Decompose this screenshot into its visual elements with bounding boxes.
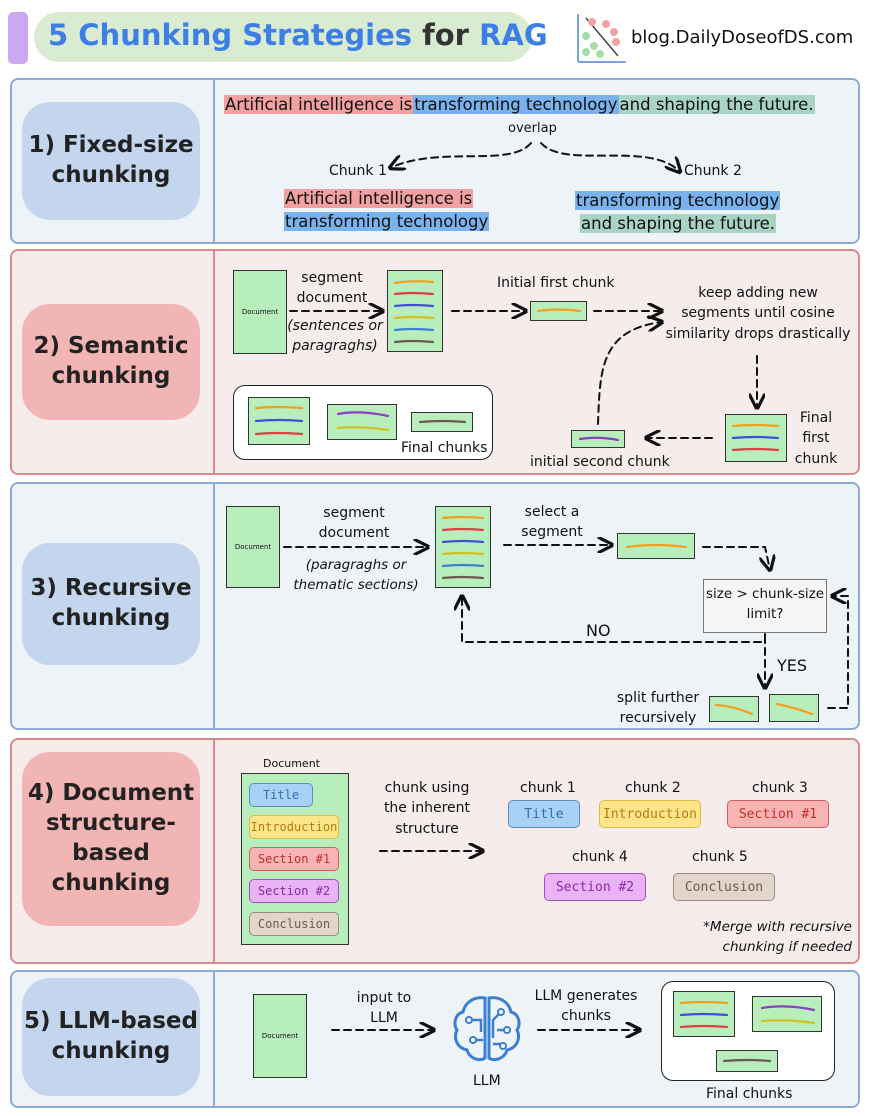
chunk3-caption: chunk 3 (752, 780, 808, 796)
s3-yes-label: YES (777, 656, 808, 675)
sentence-part-b: transforming technology (413, 95, 619, 114)
chunk2-text: transforming technology and shaping the … (575, 189, 781, 235)
s4-chunk-using-label: chunk using the inherent structure (383, 780, 471, 837)
label-recursive: 3) Recursive chunking (22, 543, 200, 665)
s2-final-chunks-label: Final chunks (401, 440, 488, 456)
title-suffix: RAG (479, 18, 548, 52)
header-accent-bar (8, 12, 28, 64)
sentence-part-c: and shaping the future. (618, 95, 815, 114)
doc-tag-conclusion: Conclusion (249, 912, 339, 936)
doc-tag-introduction: Introduction (249, 815, 339, 839)
s2-document: Document (233, 270, 287, 354)
s2-final-first-label: Final first chunk (794, 410, 838, 467)
s3-arrow-decision (702, 546, 770, 570)
section-divider (213, 484, 215, 728)
scatter-logo-icon (577, 14, 626, 63)
s5-document: Document (253, 994, 307, 1078)
s3-no-label: NO (586, 621, 611, 640)
s2-segment-note: (sentences or paragraghs) (287, 318, 383, 355)
section-divider (213, 251, 215, 473)
s5-generates-label: LLM generates chunks (534, 988, 638, 1025)
chunk-tag-section2: Section #2 (544, 873, 646, 901)
chunk2-caption: chunk 2 (625, 780, 681, 796)
overlap-arrow-right (540, 142, 680, 172)
s3-segments-box (435, 506, 491, 588)
s5-llm-label: LLM (473, 1073, 501, 1089)
s2-initial-first-chunk (530, 301, 587, 321)
s3-arrow-no (462, 596, 766, 643)
chunk2-label: Chunk 2 (684, 163, 742, 179)
s5-final-chunk-2 (752, 996, 822, 1032)
chunk1-caption: chunk 1 (520, 780, 576, 796)
llm-brain-icon (453, 996, 521, 1062)
chunk1-label: Chunk 1 (329, 163, 387, 179)
label-semantic: 2) Semantic chunking (22, 304, 200, 420)
chunk5-caption: chunk 5 (692, 849, 748, 865)
s3-segment-label: segment document (318, 505, 390, 542)
chunk4-caption: chunk 4 (572, 849, 628, 865)
chunk-tag-introduction: Introduction (599, 800, 701, 828)
s3-decision-box: size > chunk-size limit? (703, 579, 827, 633)
s2-final-chunk-2 (327, 404, 397, 440)
chunk1-line1: Artificial intelligence is (284, 189, 474, 208)
sentence-part-a: Artificial intelligence is (224, 95, 414, 114)
section-divider (213, 740, 215, 962)
s3-split-chunk-1 (709, 696, 759, 722)
s3-select-label: select a segment (521, 504, 583, 541)
title-highlight (34, 12, 532, 62)
s4-merge-note: *Merge with recursive chunking if needed (703, 919, 852, 955)
s5-input-label: input to LLM (356, 990, 412, 1027)
section-divider (213, 80, 215, 242)
s2-initial-second-label: initial second chunk (530, 454, 670, 470)
label-llm-based: 5) LLM-based chunking (22, 978, 200, 1096)
chunk-tag-title: Title (508, 800, 580, 828)
doc-tag-title: Title (249, 783, 313, 807)
section-divider (213, 972, 215, 1106)
chunk-tag-conclusion: Conclusion (673, 873, 775, 901)
s2-segment-label: segment document (296, 270, 368, 307)
page-title: 5 Chunking Strategies for RAG (48, 18, 548, 52)
chunk-tag-section1: Section #1 (727, 800, 829, 828)
s2-initial-second-chunk (571, 430, 625, 448)
chunk1-text: Artificial intelligence is transforming … (284, 187, 490, 233)
label-fixed-size: 1) Fixed-size chunking (22, 102, 200, 220)
doc-tag-section2: Section #2 (249, 879, 339, 903)
s2-initial-first-label: Initial first chunk (497, 275, 615, 291)
doc-tag-section1: Section #1 (249, 847, 339, 871)
s2-arrow-curve (597, 322, 662, 425)
title-mid: for (422, 18, 469, 52)
s3-segment-note: (paragraghs or thematic sections) (293, 557, 419, 593)
s3-split-label: split further recursively (616, 690, 700, 727)
site-url[interactable]: blog.DailyDoseofDS.com (631, 27, 854, 48)
s2-keep-adding: keep adding new segments until cosine si… (665, 285, 851, 342)
chunk1-line2: transforming technology (284, 212, 490, 231)
chunk2-line2: and shaping the future. (580, 214, 777, 233)
s3-document: Document (226, 506, 280, 588)
s5-final-chunks-label: Final chunks (706, 1086, 793, 1102)
overlap-label: overlap (508, 121, 557, 136)
overlap-arrow-left (390, 142, 532, 168)
chunk2-line1: transforming technology (575, 191, 781, 210)
s3-arrow-loop (827, 596, 849, 709)
title-prefix: 5 Chunking Strategies (48, 18, 413, 52)
s4-document-label: Document (263, 757, 320, 770)
label-doc-structure: 4) Document structure- based chunking (22, 752, 200, 926)
